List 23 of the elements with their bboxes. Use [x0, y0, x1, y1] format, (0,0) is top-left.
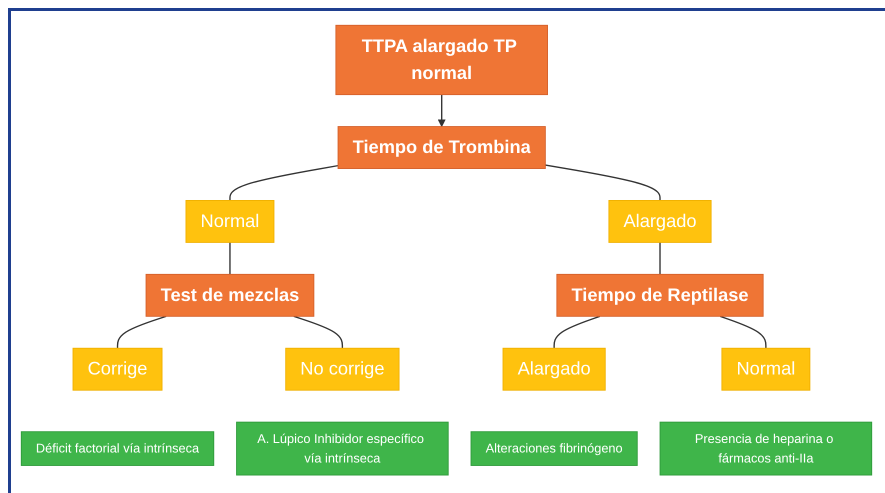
node-box: Alargado	[502, 348, 606, 391]
node-box: Corrige	[72, 348, 162, 391]
connector	[229, 242, 231, 275]
node-box: A. Lúpico Inhibidor específico vía intrínseca	[236, 422, 449, 476]
node-box: Alteraciones fibrinógeno	[470, 432, 638, 466]
connector	[659, 242, 661, 275]
connector	[229, 165, 338, 201]
node-box: No corrige	[285, 348, 400, 391]
arrow	[438, 94, 446, 128]
node-box: Normal	[721, 348, 810, 391]
node-box: Déficit factorial vía intrínseca	[20, 432, 214, 466]
connector	[720, 316, 767, 349]
node-box: Alargado	[608, 200, 712, 244]
connector	[116, 316, 166, 349]
connector	[294, 316, 344, 349]
node-box: Tiempo de Trombina	[338, 126, 546, 170]
node-box: Tiempo de Reptilase	[556, 274, 764, 318]
connector	[553, 316, 600, 349]
node-box: TTPA alargado TP normal	[335, 25, 548, 96]
node-box: Normal	[186, 200, 274, 244]
connector	[545, 164, 661, 201]
node-box: Test de mezclas	[146, 274, 314, 318]
node-box: Presencia de heparina o fármacos anti-IIa	[660, 422, 872, 476]
